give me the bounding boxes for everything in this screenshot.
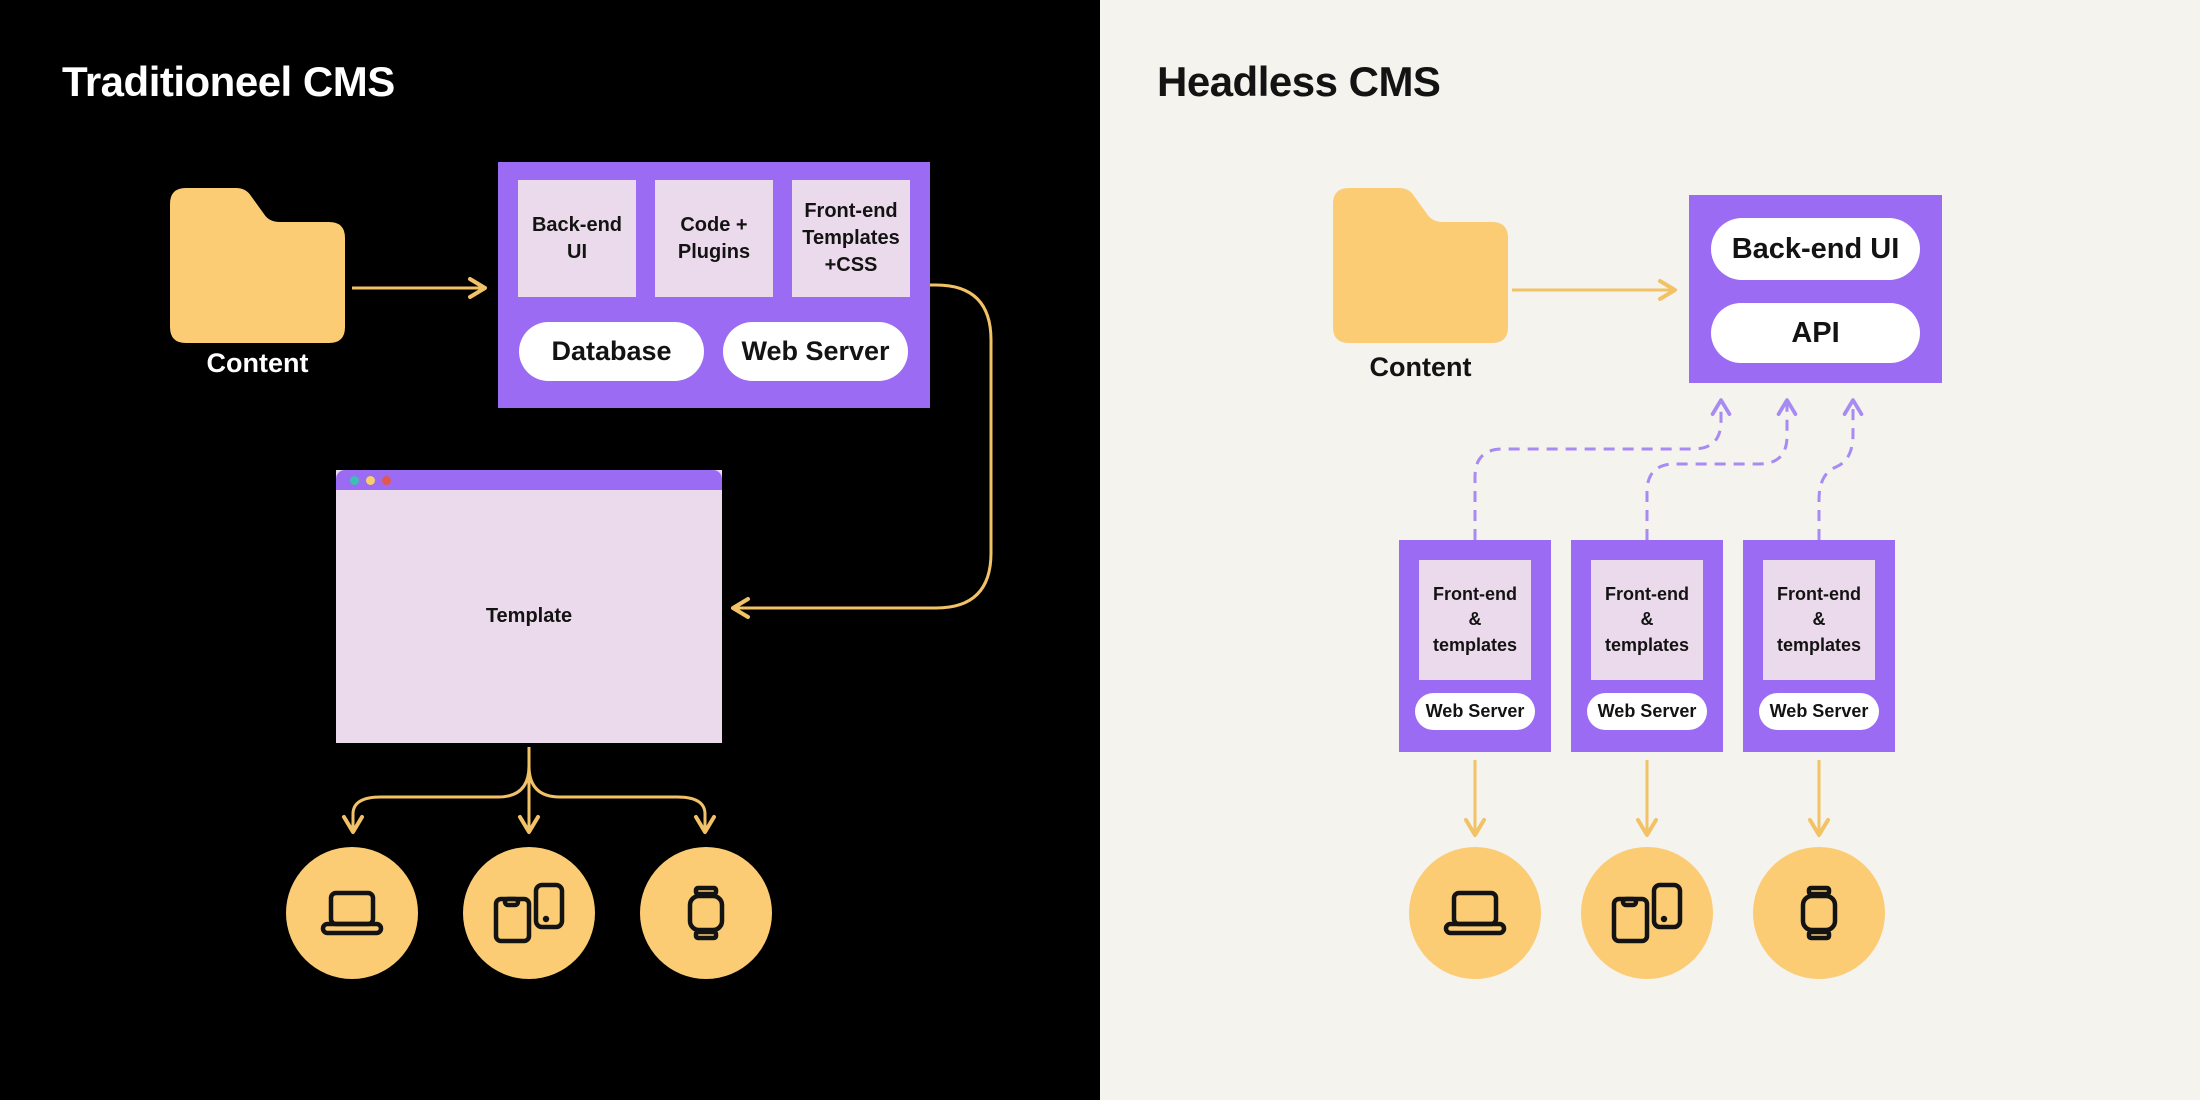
content-folder-icon bbox=[1333, 188, 1508, 343]
mobile-devices-icon bbox=[1611, 882, 1683, 944]
smartwatch-icon bbox=[687, 885, 725, 941]
headless-backend-box: Back-end UI API bbox=[1689, 195, 1942, 383]
device-circle-watch bbox=[640, 847, 772, 979]
traditional-cms-box: Back-end UI Code + Plugins Front-end Tem… bbox=[498, 162, 930, 408]
frontend-box-1: Front-end & templates Web Server bbox=[1399, 540, 1551, 752]
content-folder-icon bbox=[170, 188, 345, 343]
web-server-pill: Web Server bbox=[1587, 693, 1707, 730]
device-circle-mobile bbox=[1581, 847, 1713, 979]
browser-window: Template bbox=[336, 470, 722, 743]
device-circle-laptop bbox=[286, 847, 418, 979]
window-dot-red-icon bbox=[382, 475, 391, 485]
browser-titlebar bbox=[336, 470, 722, 490]
module-frontend-templates: Front-end Templates +CSS bbox=[792, 180, 910, 297]
frontend-templates-label: Front-end & templates bbox=[1591, 560, 1703, 680]
frontend-box-3: Front-end & templates Web Server bbox=[1743, 540, 1895, 752]
module-code-plugins: Code + Plugins bbox=[655, 180, 773, 297]
right-section-title: Headless CMS bbox=[1157, 58, 1441, 105]
frontend-templates-label: Front-end & templates bbox=[1419, 560, 1531, 680]
device-circle-laptop bbox=[1409, 847, 1541, 979]
laptop-icon bbox=[320, 890, 384, 936]
content-label: Content bbox=[1369, 352, 1472, 382]
laptop-icon bbox=[1443, 890, 1507, 936]
backend-ui-pill: Back-end UI bbox=[1711, 218, 1920, 280]
web-server-pill: Web Server bbox=[723, 322, 908, 381]
web-server-pill: Web Server bbox=[1759, 693, 1879, 730]
device-circle-mobile bbox=[463, 847, 595, 979]
mobile-devices-icon bbox=[493, 882, 565, 944]
template-label: Template bbox=[485, 605, 573, 627]
database-pill: Database bbox=[519, 322, 704, 381]
smartwatch-icon bbox=[1800, 885, 1838, 941]
window-dot-teal-icon bbox=[350, 475, 359, 485]
window-dot-yellow-icon bbox=[366, 475, 375, 485]
frontend-box-2: Front-end & templates Web Server bbox=[1571, 540, 1723, 752]
web-server-pill: Web Server bbox=[1415, 693, 1535, 730]
device-circle-watch bbox=[1753, 847, 1885, 979]
left-section-title: Traditioneel CMS bbox=[62, 58, 395, 105]
content-label: Content bbox=[206, 348, 309, 378]
module-backend-ui: Back-end UI bbox=[518, 180, 636, 297]
frontend-templates-label: Front-end & templates bbox=[1763, 560, 1875, 680]
api-pill: API bbox=[1711, 303, 1920, 363]
